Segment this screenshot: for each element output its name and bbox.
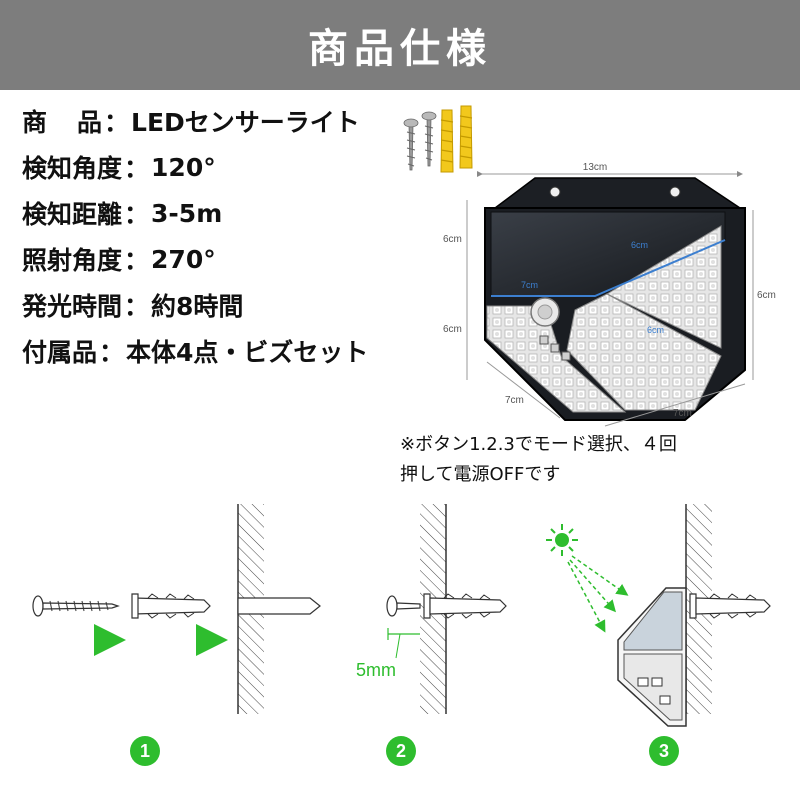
dim-label-panel-right: 6cm xyxy=(647,325,664,335)
dim-label-height-left-top: 6cm xyxy=(443,234,462,245)
spec-value: LEDセンサーライト xyxy=(131,108,360,137)
sunlight-rays xyxy=(567,555,629,633)
spec-value: 270° xyxy=(151,244,216,274)
mode-button-icon xyxy=(659,695,671,705)
spec-value: 本体4点・ビズセット xyxy=(126,338,369,367)
wall-anchor-icon xyxy=(689,593,771,619)
dim-label-bottom-right: 7cm xyxy=(673,408,692,419)
dimension-line xyxy=(395,633,401,659)
spec-label: 検知角度 xyxy=(22,154,123,183)
spec-value: 約8時間 xyxy=(151,292,244,321)
step-3-illustration xyxy=(546,504,771,727)
spec-label: 商品 xyxy=(22,108,133,137)
spec-label: 検知距離 xyxy=(22,200,123,229)
spec-separator: ： xyxy=(104,108,130,137)
dim-label-panel-mid: 7cm xyxy=(521,280,538,290)
wall-anchor-icon xyxy=(440,109,454,173)
screw-icon xyxy=(386,595,398,617)
step-1-illustration xyxy=(32,504,321,714)
spec-row-detection-distance: 検知距離：3-5m xyxy=(22,190,368,236)
dim-label-width: 13cm xyxy=(583,162,607,173)
step-2-illustration xyxy=(386,504,507,714)
spec-label: 照射角度 xyxy=(22,246,123,275)
screw-icon xyxy=(32,595,120,617)
dim-label-panel-top: 6cm xyxy=(631,240,648,250)
dim-label-height-right: 6cm xyxy=(757,290,776,301)
mode-note: ※ボタン1.2.3でモード選択、４回 押して電源OFFです xyxy=(400,430,780,490)
dim-label-bottom-left: 7cm xyxy=(505,395,524,406)
dim-label-height-left-bottom: 6cm xyxy=(443,324,462,335)
spec-separator: ： xyxy=(124,200,150,229)
product-svg: 13cm 6cm 6cm 6cm xyxy=(403,105,776,427)
note-line-1: ※ボタン1.2.3でモード選択、４回 xyxy=(400,434,677,455)
mode-button-icon xyxy=(637,677,649,687)
step-badge-2: 2 xyxy=(386,736,416,766)
spec-label: 発光時間 xyxy=(22,292,123,321)
spec-separator: ： xyxy=(124,154,150,183)
spec-list: 商品：LEDセンサーライト 検知角度：120° 検知距離：3-5m 照射角度：2… xyxy=(22,98,368,374)
page-title: 商品仕様 xyxy=(308,26,492,72)
mode-button-icon xyxy=(561,351,571,361)
step-badge-3: 3 xyxy=(649,736,679,766)
dimension-line xyxy=(604,383,746,427)
installation-svg xyxy=(32,504,771,727)
sun-icon xyxy=(546,524,578,556)
spec-row-irradiation-angle: 照射角度：270° xyxy=(22,236,368,282)
spec-separator: ： xyxy=(99,338,125,367)
spec-value: 120° xyxy=(151,152,216,182)
wall-anchor-icon xyxy=(423,593,507,619)
step-badge-1: 1 xyxy=(130,736,160,766)
solar-light-device xyxy=(617,587,687,727)
spec-value: 3-5m xyxy=(151,198,223,228)
dimension-line xyxy=(486,361,561,419)
drilled-hole xyxy=(237,597,321,615)
spec-row-lighting-time: 発光時間：約8時間 xyxy=(22,282,368,328)
mode-button-icon xyxy=(539,335,549,345)
spec-label: 付属品 xyxy=(22,338,98,367)
product-illustration: 13cm 6cm 6cm 6cm xyxy=(395,100,795,430)
wall-anchor-icon xyxy=(131,593,211,619)
drill-depth-label: 5mm xyxy=(356,660,396,680)
wall-anchor-icon xyxy=(459,105,473,169)
header-banner: 商品仕様 xyxy=(0,0,800,90)
spec-row-detection-angle: 検知角度：120° xyxy=(22,144,368,190)
solar-light-device xyxy=(484,177,746,421)
note-line-2: 押して電源OFFです xyxy=(400,464,561,485)
spec-separator: ： xyxy=(124,292,150,321)
installation-diagram: 1 2 3 xyxy=(0,490,800,800)
mode-button-icon xyxy=(651,677,663,687)
mode-button-icon xyxy=(550,343,560,353)
spec-row-accessories: 付属品：本体4点・ビズセット xyxy=(22,328,368,374)
screw-icon xyxy=(421,111,437,167)
screw-icon xyxy=(403,118,419,171)
spec-row-product: 商品：LEDセンサーライト xyxy=(22,98,368,144)
spec-separator: ： xyxy=(124,246,150,275)
